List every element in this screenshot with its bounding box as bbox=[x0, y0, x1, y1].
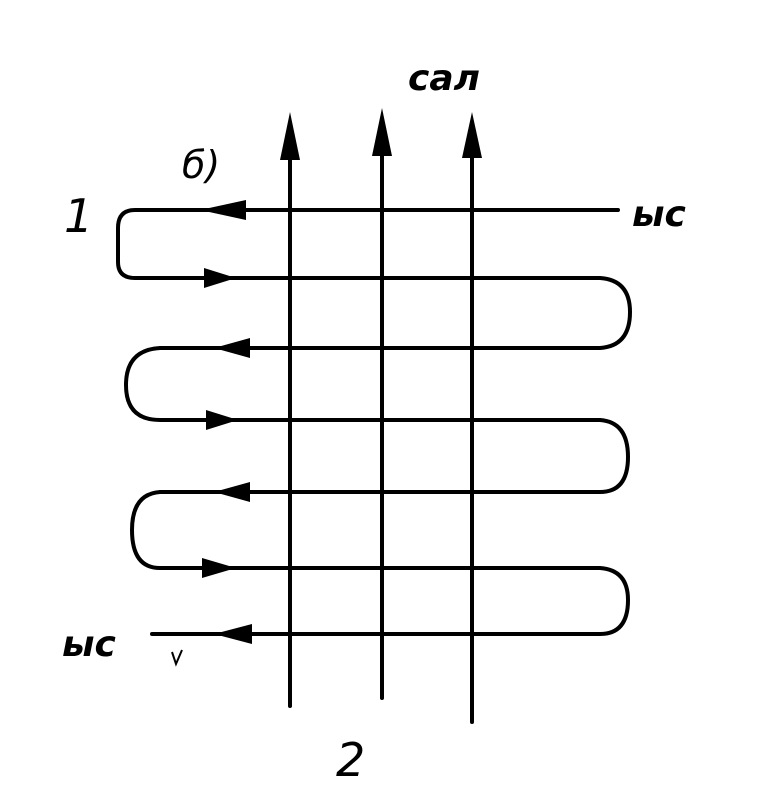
vertical-arrowheads bbox=[280, 108, 482, 160]
arrow-left-3 bbox=[214, 482, 250, 502]
arrow-right-2 bbox=[206, 410, 238, 430]
arrow-left-4 bbox=[214, 624, 252, 644]
number-2-label: 2 bbox=[336, 733, 365, 787]
number-1-label: 1 bbox=[64, 189, 93, 243]
arrow-right-3 bbox=[202, 558, 236, 578]
upflow-label: сал bbox=[408, 58, 480, 99]
arrowhead-up-1 bbox=[280, 112, 300, 160]
vertical-flow-lines bbox=[288, 134, 474, 724]
arrow-right-1 bbox=[204, 268, 236, 288]
inlet-label: ыс bbox=[632, 194, 686, 235]
coil-direction-arrows bbox=[200, 200, 252, 644]
pen-tick-mark bbox=[171, 649, 183, 667]
panel-label: б) bbox=[182, 143, 220, 187]
arrow-left-1 bbox=[200, 200, 246, 220]
arrowhead-up-2 bbox=[372, 108, 392, 156]
coil-path bbox=[116, 208, 632, 636]
outlet-label: ыс bbox=[62, 624, 116, 665]
arrow-left-2 bbox=[214, 338, 250, 358]
serpentine-coil bbox=[116, 208, 632, 636]
arrowhead-up-3 bbox=[462, 112, 482, 158]
